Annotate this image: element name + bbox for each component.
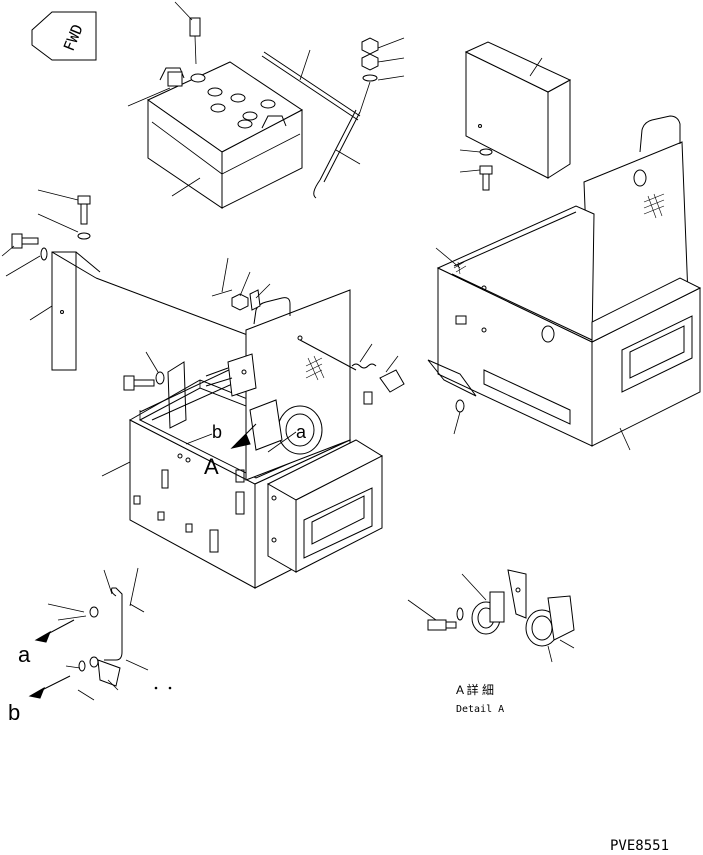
detail-a-view: A 詳 細 Detail A	[408, 570, 574, 715]
terminal-clamp	[175, 2, 200, 64]
fwd-direction-tag: FWD	[32, 12, 96, 60]
nut-clip-parts	[212, 258, 270, 310]
view-callout-A: A	[204, 454, 219, 479]
right-battery-box	[428, 116, 700, 450]
view-callout-b-small: b	[212, 422, 222, 442]
detail-caption-english: Detail A	[456, 704, 504, 715]
box-hatch	[454, 262, 466, 274]
view-callout-a-small: a	[296, 422, 307, 442]
lid-hatch	[644, 194, 664, 218]
connection-label-b: b	[8, 700, 20, 725]
nut-washer-stack	[360, 38, 404, 112]
battery	[128, 62, 302, 208]
relay-assembly: b a	[186, 400, 322, 454]
cable-and-plug	[300, 340, 404, 404]
battery-hold-rod	[262, 50, 360, 120]
detail-caption-japanese: A 詳 細	[456, 682, 494, 697]
panel-hatch	[306, 356, 324, 380]
right-bolt-washer	[460, 149, 492, 190]
connection-label-a: a	[18, 642, 31, 667]
fwd-label: FWD	[60, 22, 87, 54]
mounting-bolt	[124, 352, 186, 428]
terminal-cover-box	[268, 440, 382, 572]
drawing-code: PVE8551	[610, 838, 669, 854]
cable-connection-detail: a b	[8, 568, 171, 725]
inner-bracket	[206, 354, 256, 396]
left-bolts	[2, 190, 90, 276]
j-bolt	[314, 110, 360, 198]
right-box-cover	[466, 42, 570, 178]
